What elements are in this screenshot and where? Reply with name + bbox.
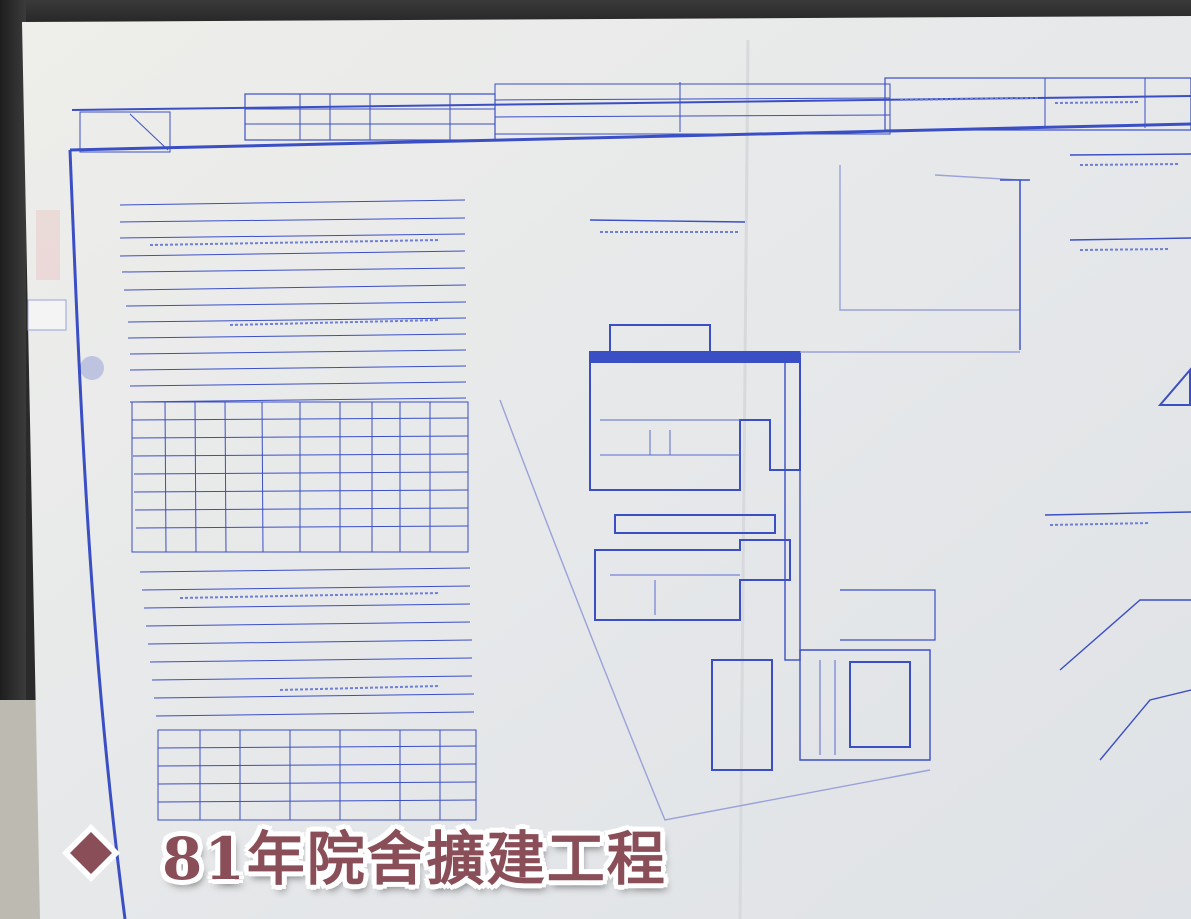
caption-title: 81年院舍擴建工程 xyxy=(162,825,667,893)
floor-tiles xyxy=(0,700,40,919)
diamond-bullet-icon xyxy=(62,824,120,882)
